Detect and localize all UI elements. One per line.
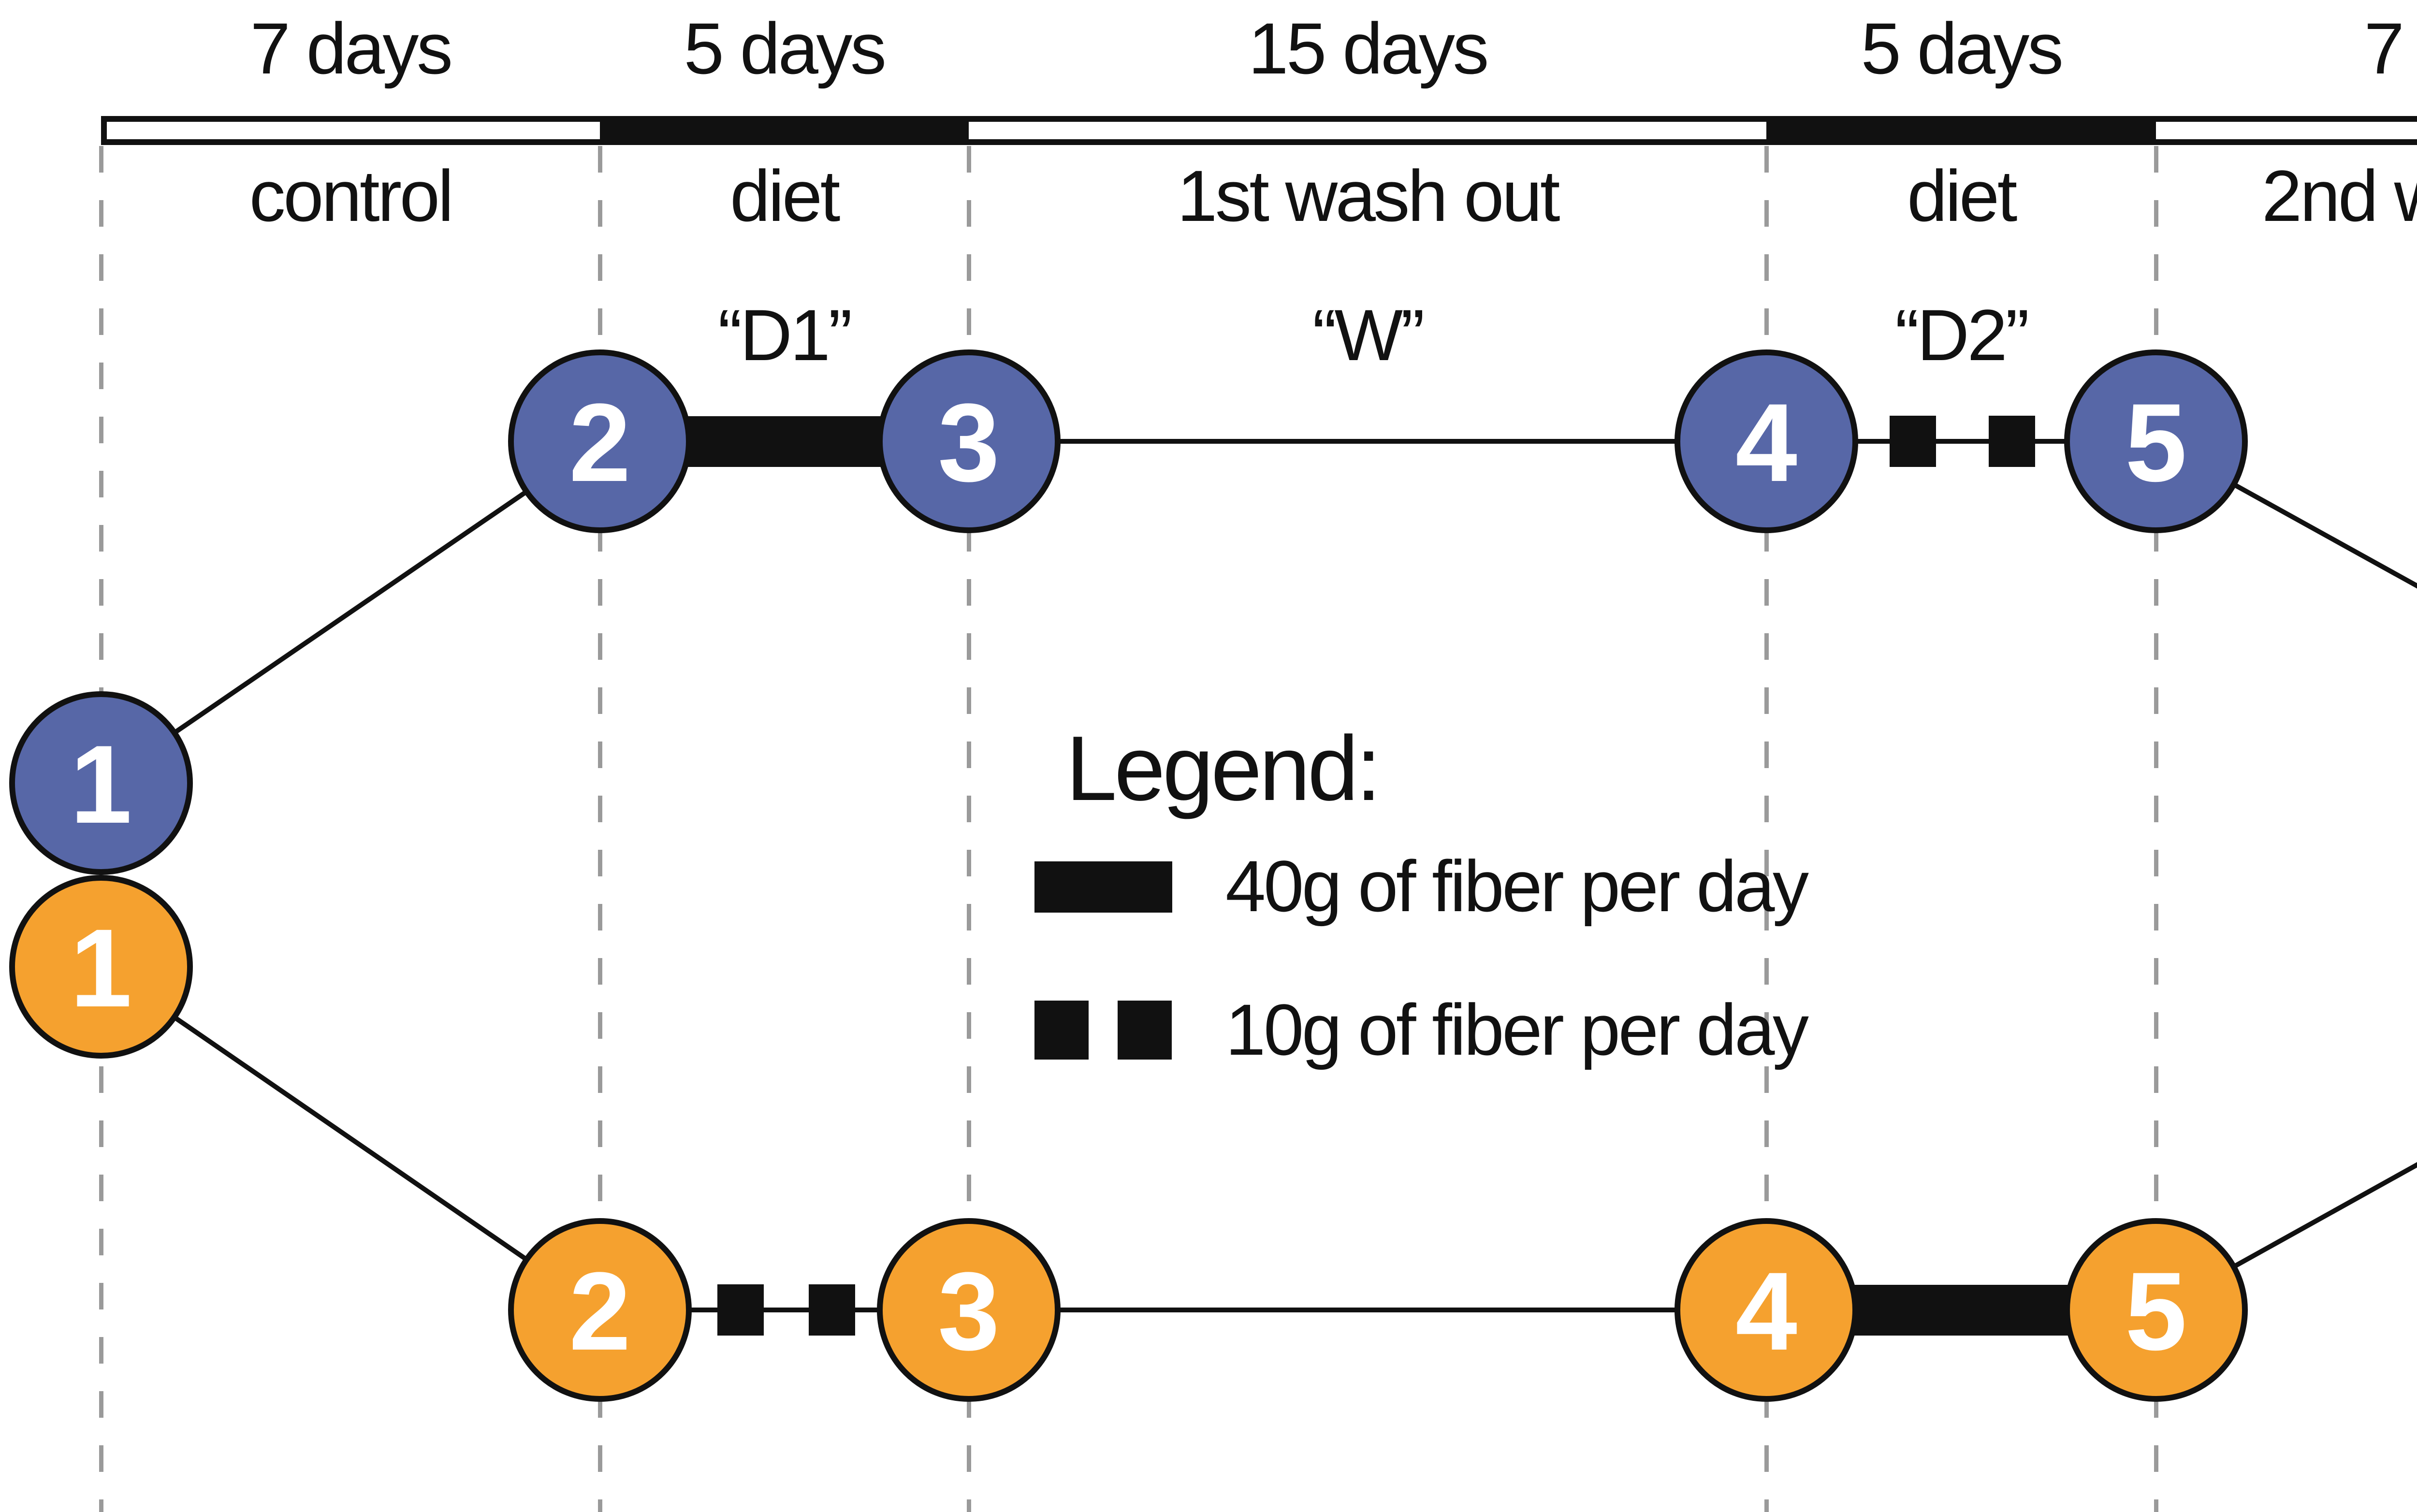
visit-number: 1: [70, 722, 132, 846]
visit-node-orange-4: [1674, 1218, 1858, 1402]
fiber-10g-square: [809, 1284, 855, 1336]
phase-label-diet2: diet: [1907, 155, 2017, 236]
visit-number: 5: [2125, 380, 2187, 505]
legend-swatch-10g-square: [1034, 1001, 1089, 1060]
phase-label-washout2: 2nd wash out: [2261, 155, 2417, 236]
phase-label-control: control: [249, 155, 454, 236]
visit-node-orange-2: [508, 1218, 692, 1402]
period-code-d1: “D1”: [718, 294, 852, 376]
visit-number: 4: [1735, 1249, 1797, 1373]
legend-swatch-10g-square: [1118, 1001, 1172, 1060]
visit-number: 1: [70, 906, 132, 1030]
diet-period-black-segment: [600, 116, 969, 145]
phase-boundary-dashed-line: [967, 146, 971, 1512]
visit-node-orange-1: [9, 875, 193, 1059]
legend-label-40g: 40g of fiber per day: [1225, 845, 1809, 927]
visit-number: 2: [569, 380, 631, 505]
duration-label-washout1: 15 days: [1248, 8, 1489, 89]
visit-node-orange-5: [2064, 1218, 2248, 1402]
visit-node-blue-3: [877, 349, 1061, 533]
legend-swatch-40g-bar: [1034, 861, 1172, 913]
legend-label-10g: 10g of fiber per day: [1225, 989, 1809, 1070]
visit-node-orange-3: [877, 1218, 1061, 1402]
duration-label-diet2: 5 days: [1861, 8, 2064, 89]
duration-label-control: 7 days: [250, 8, 453, 89]
phase-boundary-dashed-line: [598, 146, 602, 1512]
period-code-w: “W”: [1312, 294, 1425, 376]
phase-label-diet1: diet: [730, 155, 840, 236]
duration-label-washout2: 7 days: [2364, 8, 2417, 89]
fiber-10g-square: [1989, 416, 2035, 467]
visit-node-blue-1: [9, 691, 193, 875]
phase-boundary-dashed-line: [2154, 146, 2158, 1512]
visit-number: 3: [938, 380, 1000, 505]
visit-node-blue-4: [1674, 349, 1858, 533]
phase-label-washout1: 1st wash out: [1177, 155, 1560, 236]
visit-number: 5: [2125, 1249, 2187, 1373]
fiber-10g-square: [1890, 416, 1936, 467]
sequence-path-blue: [100, 439, 2417, 785]
fiber-10g-square: [717, 1284, 764, 1336]
legend-title: Legend:: [1066, 717, 1382, 820]
visit-number: 2: [569, 1249, 631, 1373]
duration-label-diet1: 5 days: [684, 8, 887, 89]
visit-node-blue-5: [2064, 349, 2248, 533]
visit-number: 3: [938, 1249, 1000, 1373]
sequence-path-orange: [100, 964, 2417, 1312]
period-code-d2: “D2”: [1895, 294, 2029, 376]
phase-boundary-dashed-line: [1764, 146, 1769, 1512]
visit-number: 4: [1735, 380, 1797, 505]
diet-period-black-segment: [1766, 116, 2156, 145]
visit-node-blue-2: [508, 349, 692, 533]
